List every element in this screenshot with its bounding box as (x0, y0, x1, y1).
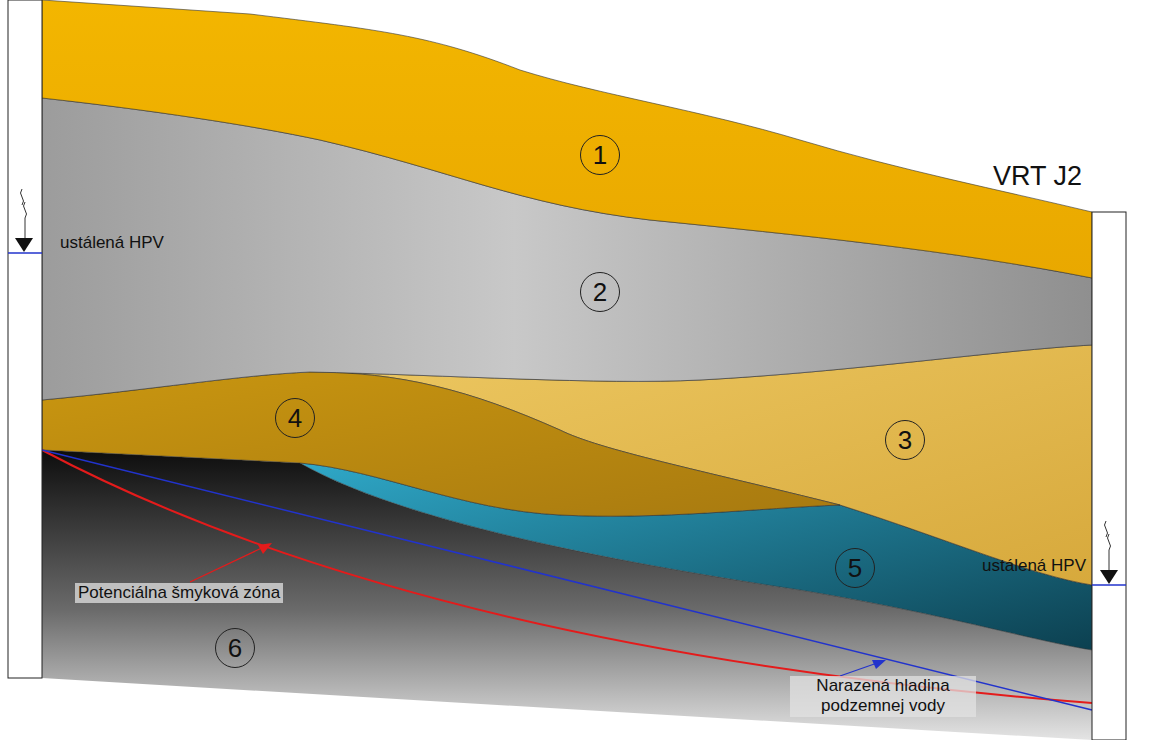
callout-circle: 6 (215, 628, 255, 668)
annotation-label: ustálená HPV (982, 556, 1086, 576)
annotation-label: Potenciálna šmyková zóna (75, 583, 283, 603)
callout-circle: 1 (580, 135, 620, 175)
callout-number: 4 (288, 405, 302, 431)
callout-number: 2 (593, 279, 607, 305)
arrow-head (258, 543, 272, 554)
layer-4 (42, 372, 840, 516)
annotation-label: ustálená HPV (60, 233, 164, 253)
slip-zone-line (42, 450, 1092, 703)
water-level-symbol (15, 238, 33, 252)
callout-number: 5 (848, 555, 862, 581)
borehole-column (8, 0, 42, 678)
water-level-symbol (8, 189, 42, 253)
water-level-symbol (1100, 570, 1118, 584)
borehole-column (1092, 212, 1126, 740)
annotation-label: Narazená hladina podzemnej vody (790, 676, 976, 717)
arrow-head (872, 660, 886, 669)
callout-number: 3 (898, 427, 912, 453)
callout-circle: 5 (835, 548, 875, 588)
callout-circle: 4 (275, 398, 315, 438)
water-level-symbol (1092, 521, 1126, 585)
leader-line (190, 546, 266, 582)
callout-circle: 3 (885, 420, 925, 460)
callout-circle: 2 (580, 272, 620, 312)
layer-1 (42, 0, 1092, 278)
borehole-name: VRT J2 (993, 160, 1082, 192)
groundwater-line (42, 450, 1092, 710)
callout-number: 1 (593, 142, 607, 168)
callout-number: 6 (228, 635, 242, 661)
